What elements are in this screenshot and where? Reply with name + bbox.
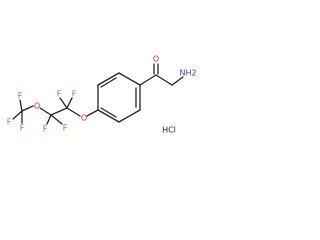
ether-oxygen-label: O [81, 114, 87, 123]
aromatic-double-bond [100, 77, 117, 88]
benzene-ring [97, 72, 141, 123]
aromatic-double-bond [100, 107, 117, 118]
fluorine-label: F [72, 90, 77, 99]
bond [66, 107, 81, 117]
bond [50, 114, 63, 125]
bond [86, 109, 99, 117]
fluorine-label: F [20, 124, 25, 133]
bond [97, 72, 120, 86]
bond [19, 99, 23, 112]
bond [155, 74, 173, 86]
bond [59, 97, 68, 109]
aminoacetyl-group [139, 63, 184, 86]
hcl-salt-label: HCl [162, 126, 176, 135]
atom-labels: O NH2 O F F F F O F F F HCl [7, 55, 197, 135]
bond [12, 110, 23, 120]
amine-label: NH2 [179, 69, 196, 78]
bond [66, 97, 73, 109]
molecule-canvas: O NH2 O F F F F O F F F HCl [7, 55, 197, 135]
carbonyl-oxygen-label: O [153, 55, 159, 64]
bond [118, 72, 141, 86]
bond [39, 107, 52, 116]
fluoroalkoxy-chain [12, 97, 99, 125]
fluorine-label: F [63, 124, 68, 133]
bond [118, 109, 141, 123]
bond [21, 105, 34, 112]
bond [139, 74, 157, 86]
fluorine-label: F [57, 90, 62, 99]
structure-diagram: O NH2 O F F F F O F F F HCl [7, 55, 197, 135]
bond [171, 76, 184, 86]
methoxy-oxygen-label: O [34, 102, 40, 111]
fluorine-label: F [43, 125, 48, 134]
bond [46, 114, 52, 125]
fluorine-label: F [7, 118, 12, 127]
fluorine-label: F [18, 92, 23, 101]
bond [97, 109, 120, 123]
bond [50, 107, 68, 116]
